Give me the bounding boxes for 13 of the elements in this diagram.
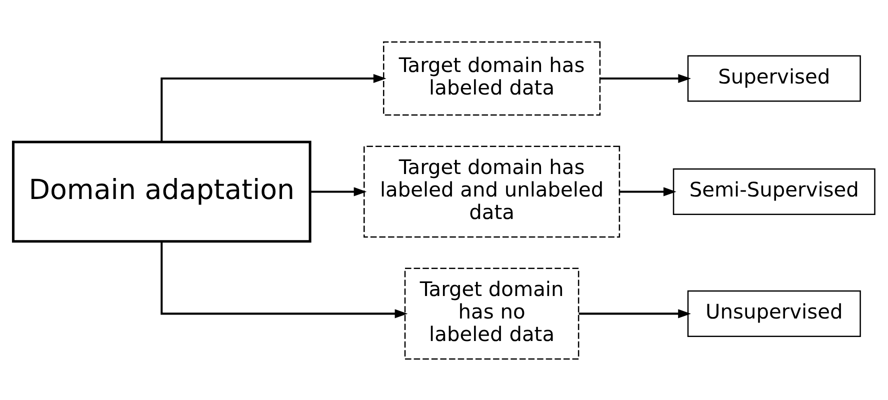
node-box: Supervised xyxy=(687,54,861,102)
arrow xyxy=(578,308,691,318)
arrow xyxy=(160,241,408,318)
node-box: Target domain has labeled data xyxy=(383,40,601,116)
node-box: Domain adaptation xyxy=(12,140,312,242)
node-box: Semi-Supervised xyxy=(672,168,876,214)
node-box: Unsupervised xyxy=(687,290,861,336)
arrow xyxy=(620,186,676,196)
node-box: Target domain has labeled and unlabeled data xyxy=(364,145,620,238)
arrow xyxy=(160,74,386,142)
arrow xyxy=(600,74,692,82)
node-box: Target domain has no labeled data xyxy=(404,267,580,360)
arrow xyxy=(310,186,367,196)
